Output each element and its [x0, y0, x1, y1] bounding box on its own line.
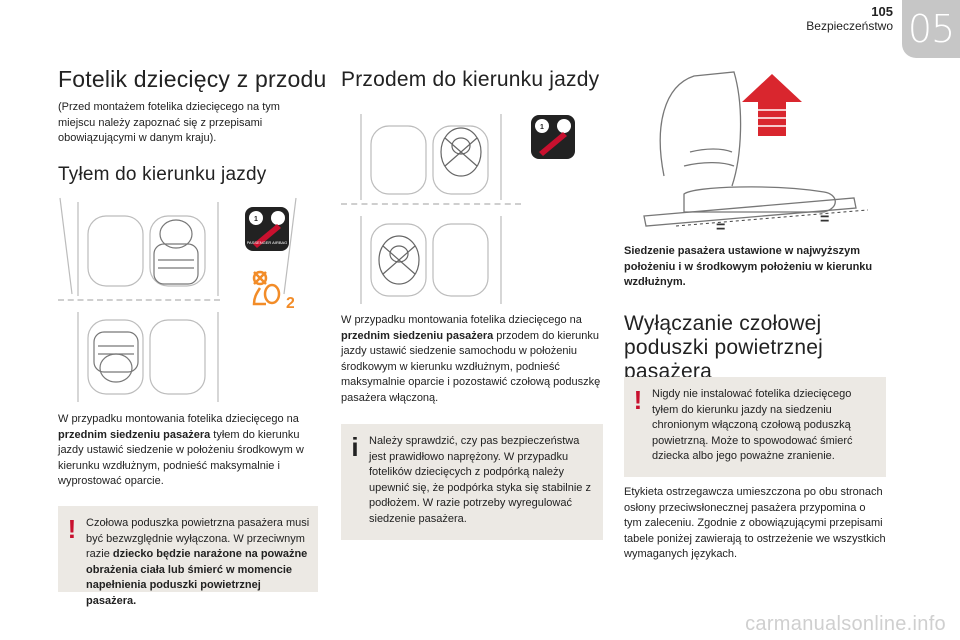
svg-text:1: 1	[254, 216, 258, 223]
watermark: carmanualsonline.info	[745, 613, 946, 635]
airbag-on-icon: 1	[531, 115, 575, 159]
airbag-label-icon: 1 PASSENGER AIRBAG	[244, 206, 290, 252]
airbag-label-icon: 1	[530, 114, 576, 160]
rear-facing-title: Tyłem do kierunku jazdy	[58, 164, 267, 185]
rear-facing-text: W przypadku montowania fotelika dziecięc…	[58, 413, 304, 487]
info-icon: i	[351, 432, 359, 462]
warning-icon: !	[67, 514, 77, 544]
forward-facing-title: Przodem do kierunku jazdy	[341, 68, 600, 91]
warning-box-rear-facing: ! Nigdy nie instalować fotelika dziecięc…	[624, 377, 886, 477]
section-name: Bezpieczeństwo	[806, 19, 893, 33]
forward-facing-illustration	[341, 110, 581, 306]
chapter-tab: 05	[902, 0, 960, 58]
svg-text:2: 2	[286, 295, 294, 310]
warning-label-text: Etykieta ostrzegawcza umieszczona po obu…	[624, 486, 886, 560]
divider-dashed	[341, 203, 521, 205]
warning-icon: !	[633, 385, 643, 415]
seat-position-caption: Siedzenie pasażera ustawione w najwyższy…	[624, 245, 873, 288]
divider-dashed	[58, 299, 220, 301]
airbag-orange-icon: 2	[252, 270, 295, 312]
airbag-off-icon: 1 PASSENGER AIRBAG	[245, 207, 289, 251]
svg-text:1: 1	[540, 124, 544, 131]
page-number: 105	[871, 4, 893, 19]
seat-side-view-diagram: = =	[643, 71, 869, 236]
airbag-label-text: PASSENGER AIRBAG	[247, 240, 288, 245]
info-box-seatbelt: i Należy sprawdzić, czy pas bezpieczeńst…	[341, 424, 603, 540]
svg-text:=: =	[820, 211, 829, 228]
rear-facing-seat-diagram	[59, 197, 297, 402]
airbag-deactivation-title: Wyłączanie czołowej poduszki powietrznej…	[624, 312, 823, 383]
forward-facing-text: W przypadku montowania fotelika dziecięc…	[341, 314, 601, 404]
intro-text: (Przed montażem fotelika dziecięcego na …	[58, 101, 280, 144]
seat-position-illustration: = =	[624, 66, 880, 236]
svg-text:=: =	[716, 219, 725, 236]
warning-box-airbag-off: ! Czołowa poduszka powietrzna pasażera m…	[58, 506, 318, 607]
page-title: Fotelik dziecięcy z przodu	[58, 66, 327, 92]
forward-facing-seat-diagram	[360, 114, 502, 304]
passenger-airbag-warning-icon: 2	[246, 268, 295, 312]
rear-facing-illustration	[58, 196, 298, 404]
